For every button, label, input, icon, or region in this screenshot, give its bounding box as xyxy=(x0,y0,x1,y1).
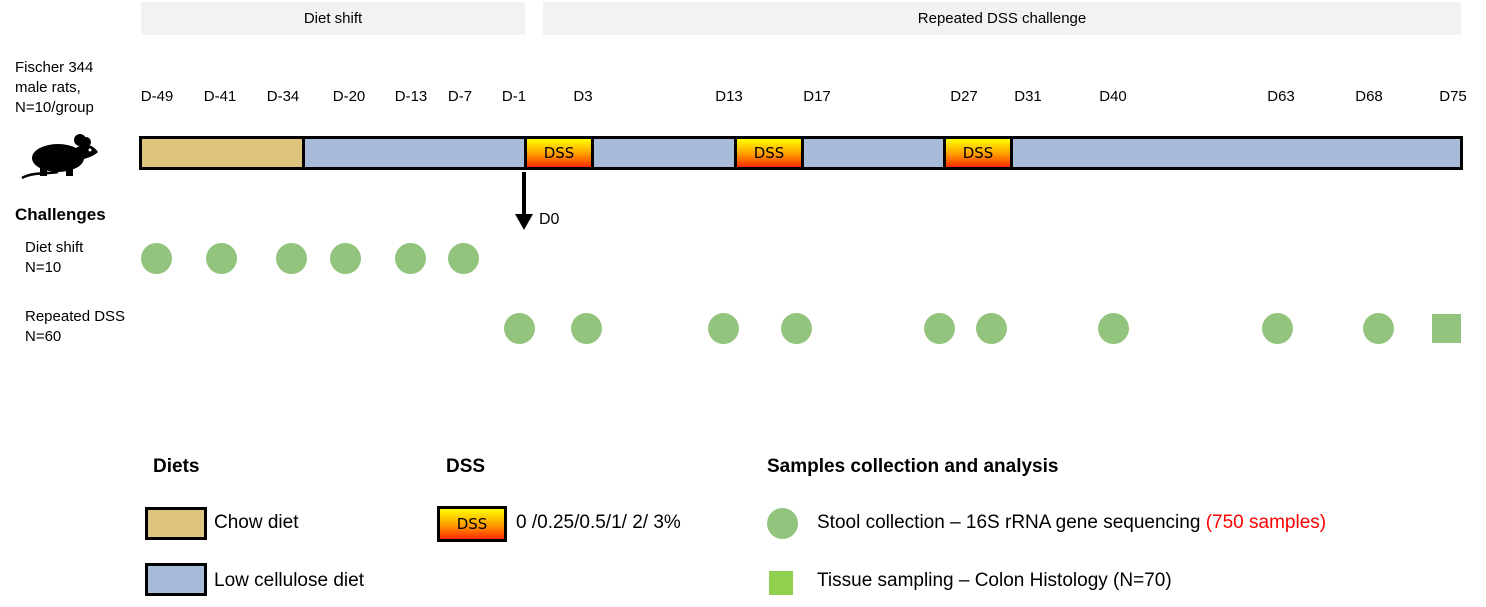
repeated-dss-n: N=60 xyxy=(25,328,62,345)
subject-line-1: Fischer 344 xyxy=(15,59,94,76)
subject-line-2: male rats, xyxy=(15,79,81,96)
challenges-heading: Challenges xyxy=(15,205,106,224)
segment-divider xyxy=(734,139,737,167)
stool-sample-marker xyxy=(1098,313,1129,344)
phase-repeated-dss: Repeated DSS challenge xyxy=(543,2,1461,35)
down-arrow-icon xyxy=(515,172,533,230)
low-cellulose-label: Low cellulose diet xyxy=(214,570,364,591)
dss-segment: DSS xyxy=(737,139,801,167)
day-label: D-49 xyxy=(140,88,174,105)
legend-diets-heading: Diets xyxy=(153,456,200,477)
day-label: D-34 xyxy=(266,88,300,105)
stool-legend-label: Stool collection – 16S rRNA gene sequenc… xyxy=(817,512,1326,534)
tissue-legend-marker xyxy=(769,571,793,595)
day-label: D13 xyxy=(715,88,743,105)
stool-sample-marker xyxy=(276,243,307,274)
segment-divider xyxy=(591,139,594,167)
stool-sample-marker xyxy=(330,243,361,274)
low-cellulose-segment xyxy=(804,139,943,167)
dss-swatch-label: DSS xyxy=(456,515,488,533)
low-cellulose-segment xyxy=(594,139,734,167)
day-label: D63 xyxy=(1267,88,1295,105)
stool-sample-marker xyxy=(1262,313,1293,344)
d0-label: D0 xyxy=(539,211,560,228)
segment-divider xyxy=(524,139,527,167)
day-label: D-1 xyxy=(501,88,527,105)
timeline-bar: DSS DSS DSS xyxy=(139,136,1463,170)
legend-dss-heading: DSS xyxy=(446,456,486,477)
low-cellulose-segment xyxy=(305,139,524,167)
stool-sample-marker xyxy=(395,243,426,274)
chow-diet-swatch xyxy=(145,507,207,540)
segment-divider xyxy=(302,139,305,167)
stool-sample-marker xyxy=(976,313,1007,344)
stool-sample-marker xyxy=(924,313,955,344)
day-label: D68 xyxy=(1355,88,1383,105)
phase-repeated-dss-label: Repeated DSS challenge xyxy=(917,10,1087,27)
dss-doses-label: 0 /0.25/0.5/1/ 2/ 3% xyxy=(516,512,681,533)
segment-divider xyxy=(943,139,946,167)
tissue-legend-label: Tissue sampling – Colon Histology (N=70) xyxy=(817,570,1172,591)
stool-sample-marker xyxy=(141,243,172,274)
legend-samples-heading: Samples collection and analysis xyxy=(767,456,1059,477)
day-label: D-20 xyxy=(332,88,366,105)
stool-sample-marker xyxy=(781,313,812,344)
stool-sample-marker xyxy=(504,313,535,344)
day-label: D3 xyxy=(573,88,593,105)
stool-legend-marker xyxy=(767,508,798,539)
rat-icon xyxy=(21,134,98,180)
dss-segment: DSS xyxy=(946,139,1010,167)
chow-diet-segment xyxy=(142,139,302,167)
segment-divider xyxy=(1010,139,1013,167)
stool-sample-marker xyxy=(448,243,479,274)
dss-segment-label: DSS xyxy=(753,144,785,162)
stool-sample-marker xyxy=(571,313,602,344)
day-label: D-41 xyxy=(203,88,237,105)
day-label: D-13 xyxy=(394,88,428,105)
day-label: D40 xyxy=(1099,88,1127,105)
day-label: D-7 xyxy=(447,88,473,105)
dss-segment-label: DSS xyxy=(962,144,994,162)
diet-shift-n: N=10 xyxy=(25,259,62,276)
dss-swatch: DSS xyxy=(437,506,507,542)
tissue-sample-marker xyxy=(1432,314,1461,343)
phase-diet-shift-label: Diet shift xyxy=(303,10,363,27)
low-cellulose-swatch xyxy=(145,563,207,596)
day-label: D17 xyxy=(803,88,831,105)
dss-segment: DSS xyxy=(527,139,591,167)
stool-sample-marker xyxy=(206,243,237,274)
day-label: D31 xyxy=(1014,88,1042,105)
diet-shift-name: Diet shift xyxy=(25,239,84,256)
day-label: D27 xyxy=(950,88,978,105)
low-cellulose-segment xyxy=(1013,139,1460,167)
chow-diet-label: Chow diet xyxy=(214,512,299,533)
stool-sample-count: (750 samples) xyxy=(1205,512,1327,533)
stool-sample-marker xyxy=(1363,313,1394,344)
subject-line-3: N=10/group xyxy=(15,99,94,116)
day-label: D75 xyxy=(1439,88,1467,105)
phase-diet-shift: Diet shift xyxy=(141,2,525,35)
stool-legend-text: Stool collection – 16S rRNA gene sequenc… xyxy=(817,512,1206,533)
dss-segment-label: DSS xyxy=(543,144,575,162)
segment-divider xyxy=(801,139,804,167)
repeated-dss-name: Repeated DSS xyxy=(25,308,126,325)
stool-sample-marker xyxy=(708,313,739,344)
